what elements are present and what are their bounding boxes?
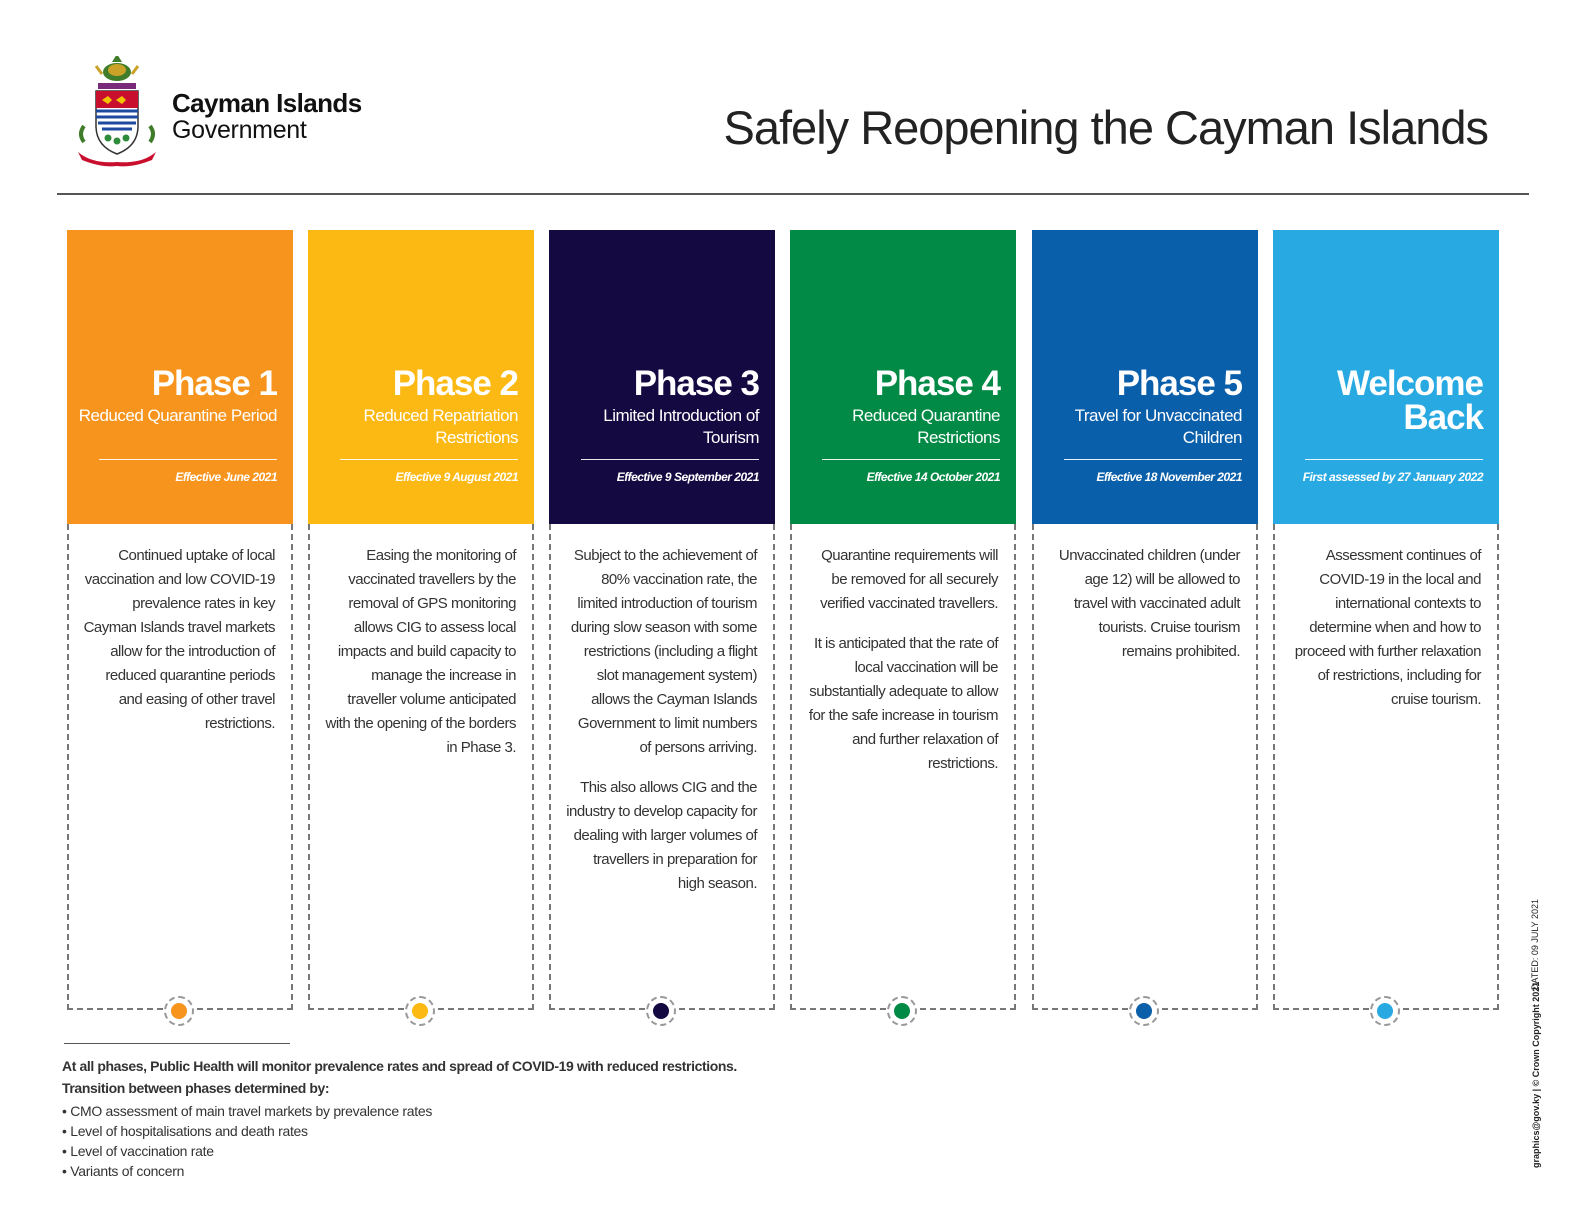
phase-paragraph: Assessment continues of COVID-19 in the …: [1294, 547, 1482, 708]
page-title: Safely Reopening the Cayman Islands: [723, 101, 1489, 154]
phase-title: Welcome Back: [1336, 364, 1484, 437]
phase-card-header: Welcome Back First assessed by 27 Januar…: [1273, 230, 1499, 524]
phase-title: Phase 1: [151, 364, 278, 403]
phase-card-body: Quarantine requirements will be removed …: [790, 524, 1016, 1010]
phase-card-body: Easing the monitoring of vaccinated trav…: [308, 524, 534, 1010]
coat-of-arms-logo: [72, 54, 162, 168]
phase-card-body: Unvaccinated children (under age 12) wil…: [1032, 524, 1258, 1010]
phase-title: Phase 2: [392, 364, 519, 403]
phase-card-2: Phase 2 Reduced Repatriation Restriction…: [308, 230, 534, 1026]
phase-title: Phase 5: [1116, 364, 1243, 403]
phase-paragraph: Subject to the achievement of 80% vaccin…: [570, 547, 758, 756]
timeline-dot: [1370, 996, 1400, 1026]
phase-divider: [99, 459, 277, 460]
phase-effective-date: Effective 9 September 2021: [616, 470, 760, 484]
phase-card-header: Phase 1 Reduced Quarantine Period Effect…: [67, 230, 293, 524]
phase-title: Phase 4: [874, 364, 1001, 403]
header-divider: [57, 193, 1529, 195]
timeline-dot: [1129, 996, 1159, 1026]
timeline-dot: [887, 996, 917, 1026]
phase-card-header: Phase 5 Travel for Unvaccinated Children…: [1032, 230, 1258, 524]
phase-paragraph: Continued uptake of local vaccination an…: [83, 547, 276, 732]
phase-card-5: Phase 5 Travel for Unvaccinated Children…: [1032, 230, 1258, 1026]
phase-description: Easing the monitoring of vaccinated trav…: [324, 544, 517, 760]
phase-subtitle: Limited Introduction of Tourism: [603, 406, 759, 447]
phase-card-1: Phase 1 Reduced Quarantine Period Effect…: [67, 230, 293, 1026]
transition-heading: Transition between phases determined by:: [62, 1080, 330, 1096]
phase-divider: [340, 459, 518, 460]
phase-card-body: Continued uptake of local vaccination an…: [67, 524, 293, 1010]
phase-card-header: Phase 2 Reduced Repatriation Restriction…: [308, 230, 534, 524]
org-name-line1: Cayman Islands: [172, 88, 362, 118]
phase-card-header: Phase 4 Reduced Quarantine Restrictions …: [790, 230, 1016, 524]
org-name-line2: Government: [172, 116, 307, 145]
timeline-dot: [405, 996, 435, 1026]
copyright-credit: graphics@gov.ky | © Crown Copyright 2021: [1531, 981, 1541, 1168]
phase-paragraph: Unvaccinated children (under age 12) wil…: [1058, 547, 1241, 660]
organization-name: Cayman Islands Government: [172, 88, 362, 145]
phase-paragraph: It is anticipated that the rate of local…: [808, 635, 999, 772]
timeline-dot: [646, 996, 676, 1026]
phase-card-3: Phase 3 Limited Introduction of Tourism …: [549, 230, 775, 1026]
phase-description: Unvaccinated children (under age 12) wil…: [1048, 544, 1241, 664]
phase-card-header: Phase 3 Limited Introduction of Tourism …: [549, 230, 775, 524]
transition-criteria-list: CMO assessment of main travel markets by…: [62, 1101, 432, 1181]
phase-subtitle: Travel for Unvaccinated Children: [1074, 406, 1243, 447]
list-item: Level of hospitalisations and death rate…: [62, 1121, 432, 1141]
phase-paragraph: Easing the monitoring of vaccinated trav…: [325, 547, 517, 756]
phase-divider: [1305, 459, 1483, 460]
phase-divider: [581, 459, 759, 460]
public-health-note: At all phases, Public Health will monito…: [62, 1058, 737, 1074]
phase-effective-date: Effective 9 August 2021: [395, 470, 518, 484]
phase-description: Quarantine requirements will be removed …: [806, 544, 999, 776]
phase-card-body: Subject to the achievement of 80% vaccin…: [549, 524, 775, 1010]
phase-effective-date: Effective 14 October 2021: [866, 470, 1001, 484]
footer-divider: [64, 1043, 290, 1044]
timeline-dot: [164, 996, 194, 1026]
list-item: Variants of concern: [62, 1161, 432, 1181]
phase-description: Assessment continues of COVID-19 in the …: [1289, 544, 1482, 712]
phase-subtitle: Reduced Repatriation Restrictions: [363, 406, 519, 447]
phase-subtitle: Reduced Quarantine Restrictions: [852, 406, 1000, 447]
phase-description: Continued uptake of local vaccination an…: [83, 544, 276, 736]
phase-card-body: Assessment continues of COVID-19 in the …: [1273, 524, 1499, 1010]
phase-subtitle: Reduced Quarantine Period: [78, 406, 278, 425]
list-item: Level of vaccination rate: [62, 1141, 432, 1161]
phase-divider: [822, 459, 1000, 460]
phase-effective-date: Effective June 2021: [175, 470, 277, 484]
phase-description: Subject to the achievement of 80% vaccin…: [565, 544, 757, 896]
phase-divider: [1064, 459, 1242, 460]
phase-paragraph: Quarantine requirements will be removed …: [820, 547, 998, 612]
phase-effective-date: Effective 18 November 2021: [1096, 470, 1242, 484]
list-item: CMO assessment of main travel markets by…: [62, 1101, 432, 1121]
dated-label: DATED: 09 JULY 2021: [1530, 898, 1540, 990]
phase-card-welcome-back: Welcome Back First assessed by 27 Januar…: [1273, 230, 1499, 1026]
phase-effective-date: First assessed by 27 January 2022: [1302, 470, 1484, 484]
phase-paragraph: This also allows CIG and the industry to…: [566, 779, 757, 892]
phase-title: Phase 3: [633, 364, 760, 403]
phase-card-4: Phase 4 Reduced Quarantine Restrictions …: [790, 230, 1016, 1026]
